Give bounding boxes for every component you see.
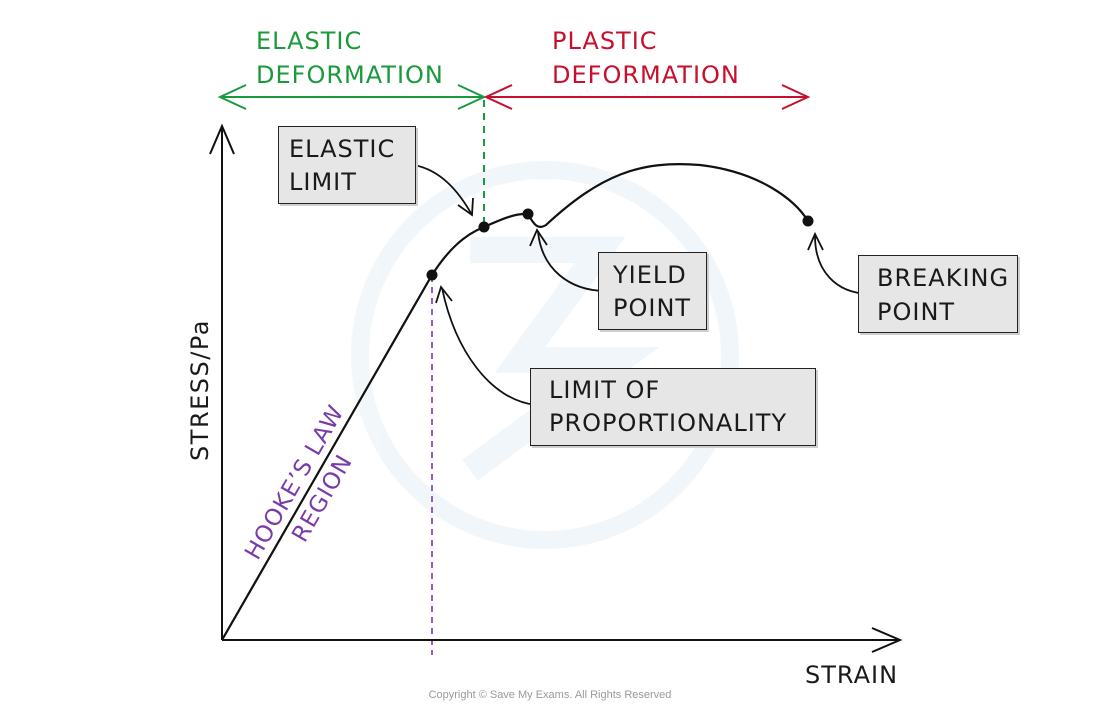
elastic-header-line2: DEFORMATION bbox=[256, 61, 444, 89]
proportionality-pointer bbox=[441, 287, 537, 406]
breaking-point-pointer-head bbox=[807, 231, 824, 251]
breaking-point-tag: BREAKING POINT bbox=[858, 255, 1018, 333]
elastic-limit-point bbox=[478, 221, 490, 233]
axes bbox=[209, 123, 903, 653]
yield-point-tag-line2: POINT bbox=[613, 294, 692, 322]
plastic-deformation-arrow bbox=[483, 84, 811, 110]
proportionality-tag-line2: PROPORTIONALITY bbox=[549, 409, 788, 437]
plastic-header-line1: PLASTIC bbox=[552, 27, 658, 55]
elastic-limit-pointer bbox=[413, 164, 473, 216]
limit-of-proportionality-tag: LIMIT OF PROPORTIONALITY bbox=[530, 368, 816, 446]
proportionality-pointer-head bbox=[435, 285, 453, 304]
yield-point-marker bbox=[522, 208, 534, 220]
yield-point-tag-line1: YIELD bbox=[613, 261, 687, 289]
yield-point-tag: YIELD POINT bbox=[598, 252, 707, 330]
y-axis-label: STRESS/Pa bbox=[186, 319, 214, 461]
yield-point-pointer bbox=[537, 231, 605, 292]
elastic-limit-tag-line2: LIMIT bbox=[289, 168, 357, 196]
breaking-point-tag-line2: POINT bbox=[877, 298, 956, 326]
x-axis-arrowhead bbox=[871, 627, 903, 653]
elastic-header-line1: ELASTIC bbox=[256, 27, 363, 55]
x-axis-label: STRAIN bbox=[805, 661, 899, 689]
copyright-text: Copyright © Save My Exams. All Rights Re… bbox=[428, 689, 672, 701]
elastic-limit-tag-line1: ELASTIC bbox=[289, 135, 396, 163]
elastic-limit-tag: ELASTIC LIMIT bbox=[278, 126, 416, 204]
limit-of-proportionality-point bbox=[426, 269, 438, 281]
plastic-header-line2: DEFORMATION bbox=[552, 61, 740, 89]
breaking-point-marker bbox=[802, 215, 814, 227]
y-axis-arrowhead bbox=[209, 123, 235, 155]
yield-point-pointer-head bbox=[529, 228, 548, 247]
elastic-limit-pointer-head bbox=[457, 197, 474, 217]
proportionality-tag-line1: LIMIT OF bbox=[549, 376, 661, 404]
breaking-point-tag-line1: BREAKING bbox=[877, 264, 1010, 292]
